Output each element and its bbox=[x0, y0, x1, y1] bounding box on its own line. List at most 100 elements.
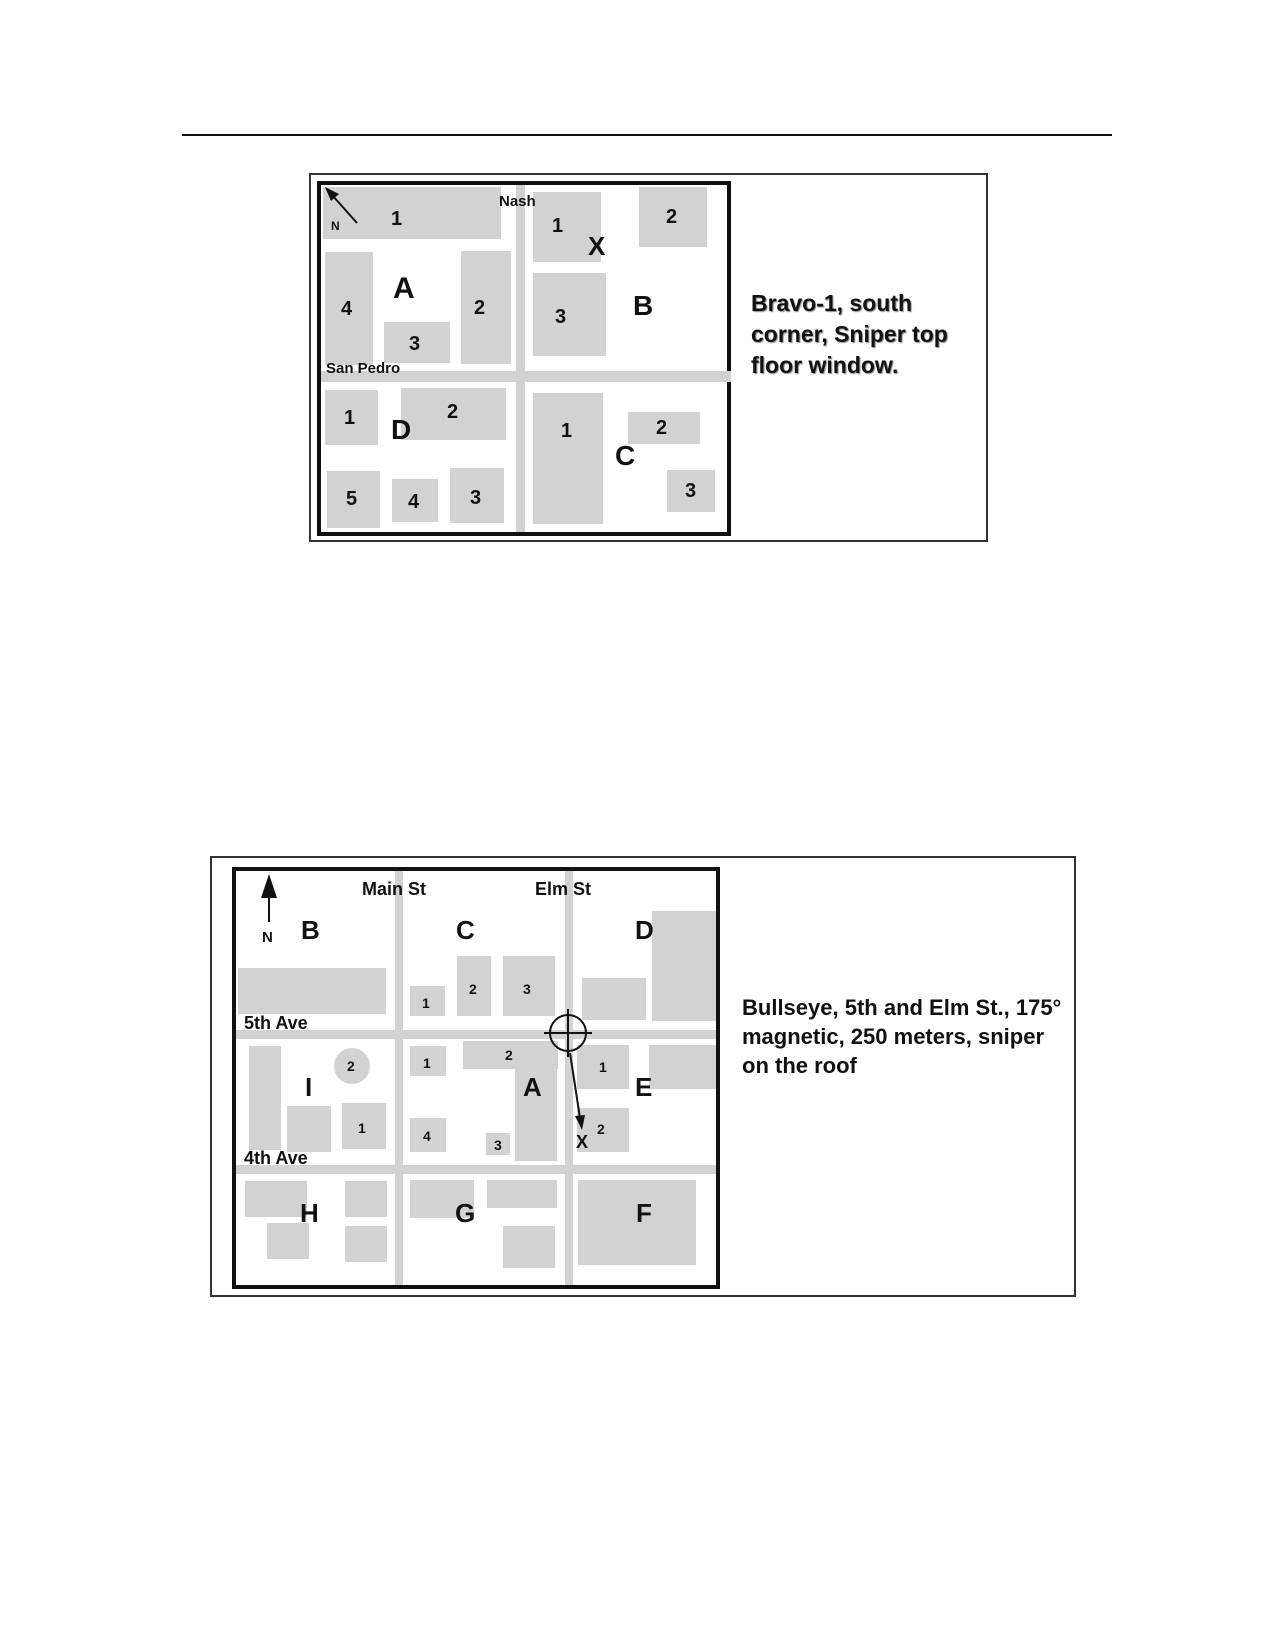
label-d-2: 2 bbox=[447, 401, 458, 423]
label-c-2: 2 bbox=[469, 981, 477, 997]
block-letter-g: G bbox=[455, 1198, 475, 1228]
block-c-building-2 bbox=[628, 412, 700, 444]
block-letter-h: H bbox=[300, 1198, 319, 1228]
label-a-4: 4 bbox=[341, 298, 353, 320]
block-c-building-1 bbox=[410, 986, 445, 1016]
label-a-3: 3 bbox=[494, 1137, 502, 1153]
label-a-2: 2 bbox=[474, 297, 485, 319]
block-letter-c: C bbox=[456, 915, 475, 945]
block-i-building-low bbox=[287, 1106, 331, 1152]
label-i-1: 1 bbox=[358, 1120, 366, 1136]
block-e-building-right bbox=[649, 1045, 716, 1089]
label-c-3: 3 bbox=[523, 981, 531, 997]
block-d-building-3 bbox=[450, 468, 504, 523]
header-rule bbox=[182, 134, 1112, 136]
street-label-main-st: Main St bbox=[362, 879, 426, 899]
label-d-3: 3 bbox=[470, 487, 481, 509]
label-a-1: 1 bbox=[423, 1055, 431, 1071]
label-d-5: 5 bbox=[346, 488, 357, 510]
block-a-building-2 bbox=[461, 251, 511, 364]
block-letter-e: E bbox=[635, 1072, 652, 1102]
label-a-1: 1 bbox=[391, 208, 402, 230]
label-a-4: 4 bbox=[423, 1128, 431, 1144]
block-letter-a: A bbox=[523, 1072, 542, 1102]
block-g-building-2 bbox=[487, 1180, 557, 1208]
label-b-3: 3 bbox=[555, 306, 566, 328]
street-5th-ave bbox=[236, 1030, 716, 1039]
block-h-building-4 bbox=[345, 1226, 387, 1262]
street-label-elm-st: Elm St bbox=[535, 879, 591, 899]
block-c-building-2 bbox=[457, 956, 491, 1016]
block-d-building-1 bbox=[325, 390, 378, 445]
block-a-building-3 bbox=[486, 1133, 510, 1155]
label-b-2: 2 bbox=[666, 206, 677, 228]
block-i-building-2 bbox=[334, 1048, 370, 1084]
block-letter-i: I bbox=[305, 1072, 312, 1102]
block-b-building-3 bbox=[533, 273, 606, 356]
block-d-building-2 bbox=[652, 911, 716, 1021]
label-d-1: 1 bbox=[344, 407, 355, 429]
block-letter-b: B bbox=[633, 290, 653, 321]
label-d-4: 4 bbox=[408, 491, 420, 513]
block-e-building-2 bbox=[577, 1108, 629, 1152]
block-h-building-3 bbox=[345, 1181, 387, 1217]
block-c-building-3 bbox=[667, 470, 715, 512]
block-letter-d: D bbox=[635, 915, 654, 945]
block-h-building-1 bbox=[245, 1181, 307, 1217]
diagram-2-panel: N Main St Elm St 5th Ave 4th Ave A B C D… bbox=[210, 856, 1076, 1297]
map-2-border bbox=[232, 867, 720, 1289]
street-vertical bbox=[516, 185, 525, 532]
diagram-1-panel: N Nash San Pedro A B C D 1 2 3 4 1 2 3 1… bbox=[309, 173, 988, 542]
north-label: N bbox=[262, 929, 273, 946]
label-e-2: 2 bbox=[597, 1121, 605, 1137]
block-g-building-1 bbox=[410, 1180, 474, 1218]
label-e-1: 1 bbox=[599, 1059, 607, 1075]
block-a-building-1 bbox=[323, 187, 501, 239]
street-label-4th-ave: 4th Ave bbox=[244, 1148, 308, 1168]
diagram-1-map: N Nash San Pedro A B C D 1 2 3 4 1 2 3 1… bbox=[317, 181, 731, 536]
block-e-building-1 bbox=[577, 1045, 629, 1089]
block-letter-c: C bbox=[615, 440, 635, 471]
block-letter-d: D bbox=[391, 414, 411, 445]
label-c-3: 3 bbox=[685, 480, 696, 502]
north-label: N bbox=[331, 219, 340, 233]
block-i-building-tall bbox=[249, 1046, 281, 1150]
block-i-building-1 bbox=[342, 1103, 386, 1149]
block-c-building-3 bbox=[503, 956, 555, 1016]
block-h-building-2 bbox=[267, 1223, 309, 1259]
block-a-building-4 bbox=[325, 252, 373, 365]
label-c-2: 2 bbox=[656, 417, 667, 439]
diagram-2-caption: Bullseye, 5th and Elm St., 175° magnetic… bbox=[742, 995, 1062, 1078]
target-x-mark: X bbox=[588, 231, 606, 261]
street-label-nash: Nash bbox=[499, 193, 536, 210]
label-a-3: 3 bbox=[409, 333, 420, 355]
street-elm-st bbox=[565, 871, 573, 1285]
block-b-building-2 bbox=[639, 187, 707, 247]
label-c-1: 1 bbox=[422, 995, 430, 1011]
block-a-building-4 bbox=[410, 1118, 446, 1152]
street-label-san-pedro: San Pedro bbox=[326, 360, 400, 377]
block-a-building-2-leg bbox=[515, 1041, 557, 1161]
street-4th-ave bbox=[236, 1165, 716, 1174]
label-c-1: 1 bbox=[561, 420, 572, 442]
block-letter-f: F bbox=[636, 1198, 652, 1228]
block-a-building-3 bbox=[384, 322, 450, 363]
target-x-mark: X bbox=[576, 1132, 588, 1152]
block-b-building bbox=[238, 968, 386, 1014]
north-arrow-head bbox=[325, 187, 339, 201]
north-arrow-head bbox=[261, 874, 277, 898]
block-a-building-1 bbox=[410, 1046, 446, 1076]
block-d-building-1 bbox=[582, 978, 646, 1020]
block-d-building-2 bbox=[401, 388, 506, 440]
street-label-5th-ave: 5th Ave bbox=[244, 1013, 308, 1033]
street-san-pedro bbox=[321, 371, 731, 382]
direction-arrow-head bbox=[575, 1115, 585, 1130]
direction-arrow-line bbox=[569, 1052, 581, 1119]
block-d-building-5 bbox=[327, 471, 380, 528]
block-g-building-3 bbox=[503, 1226, 555, 1268]
label-i-2: 2 bbox=[347, 1058, 355, 1074]
diagram-2-map: N Main St Elm St 5th Ave 4th Ave A B C D… bbox=[232, 867, 720, 1289]
street-main-st bbox=[395, 871, 403, 1285]
block-letter-b: B bbox=[301, 915, 320, 945]
diagram-1-caption: Bravo-1, south corner, Sniper top floor … bbox=[751, 290, 948, 378]
